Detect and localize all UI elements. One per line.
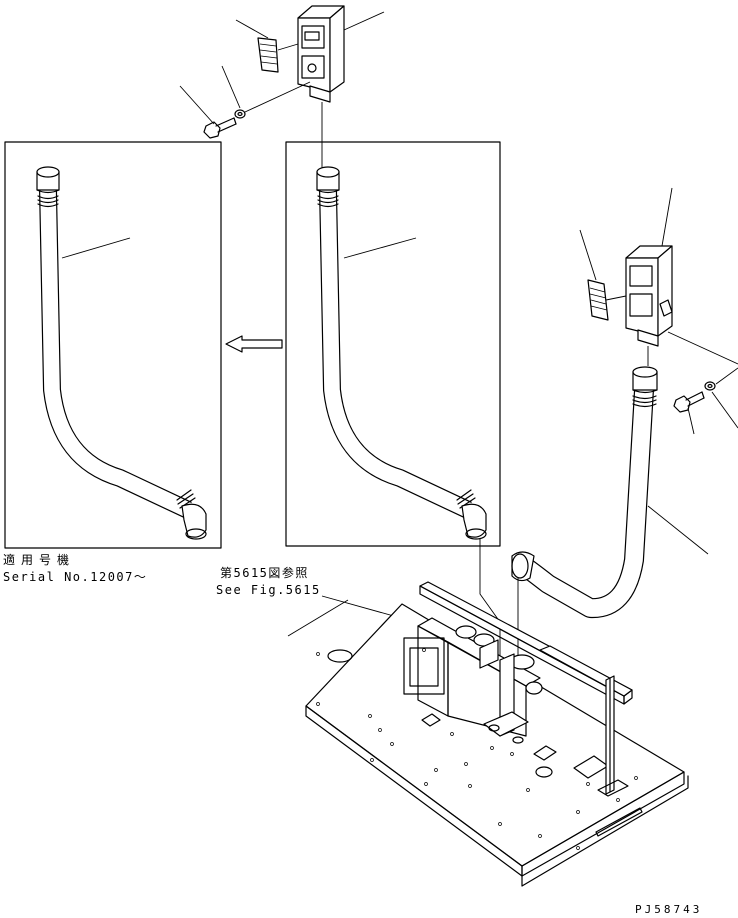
arrow-left-icon: [225, 335, 283, 353]
top-console-box: [297, 5, 385, 103]
assembly-line-mid: [479, 538, 501, 660]
floor-console-base: [403, 617, 543, 744]
top-bolt-washer: [179, 65, 311, 139]
floor-plate: [305, 603, 689, 887]
pipe-variant: [36, 166, 207, 540]
figure-reference-label: See Fig.5615: [216, 583, 321, 597]
pipe-main: [316, 166, 487, 540]
pipe-right: [511, 366, 709, 619]
drawing-code: PJ58743: [635, 903, 703, 916]
frame-variant: [4, 141, 222, 549]
top-label-plate: [235, 19, 299, 73]
right-console-box: [625, 187, 738, 365]
right-bolt-washer: [673, 367, 738, 435]
figure-reference-jp-label: 第5615図参照: [220, 566, 309, 580]
floor-pillar-right: [597, 675, 629, 797]
applicable-serial-label: Serial No.12007～: [3, 570, 148, 584]
leader-floor: [287, 599, 349, 637]
applicable-serial-jp-label: 適用号機: [3, 553, 76, 567]
right-label-plate: [579, 229, 627, 321]
frame-main: [285, 141, 501, 547]
